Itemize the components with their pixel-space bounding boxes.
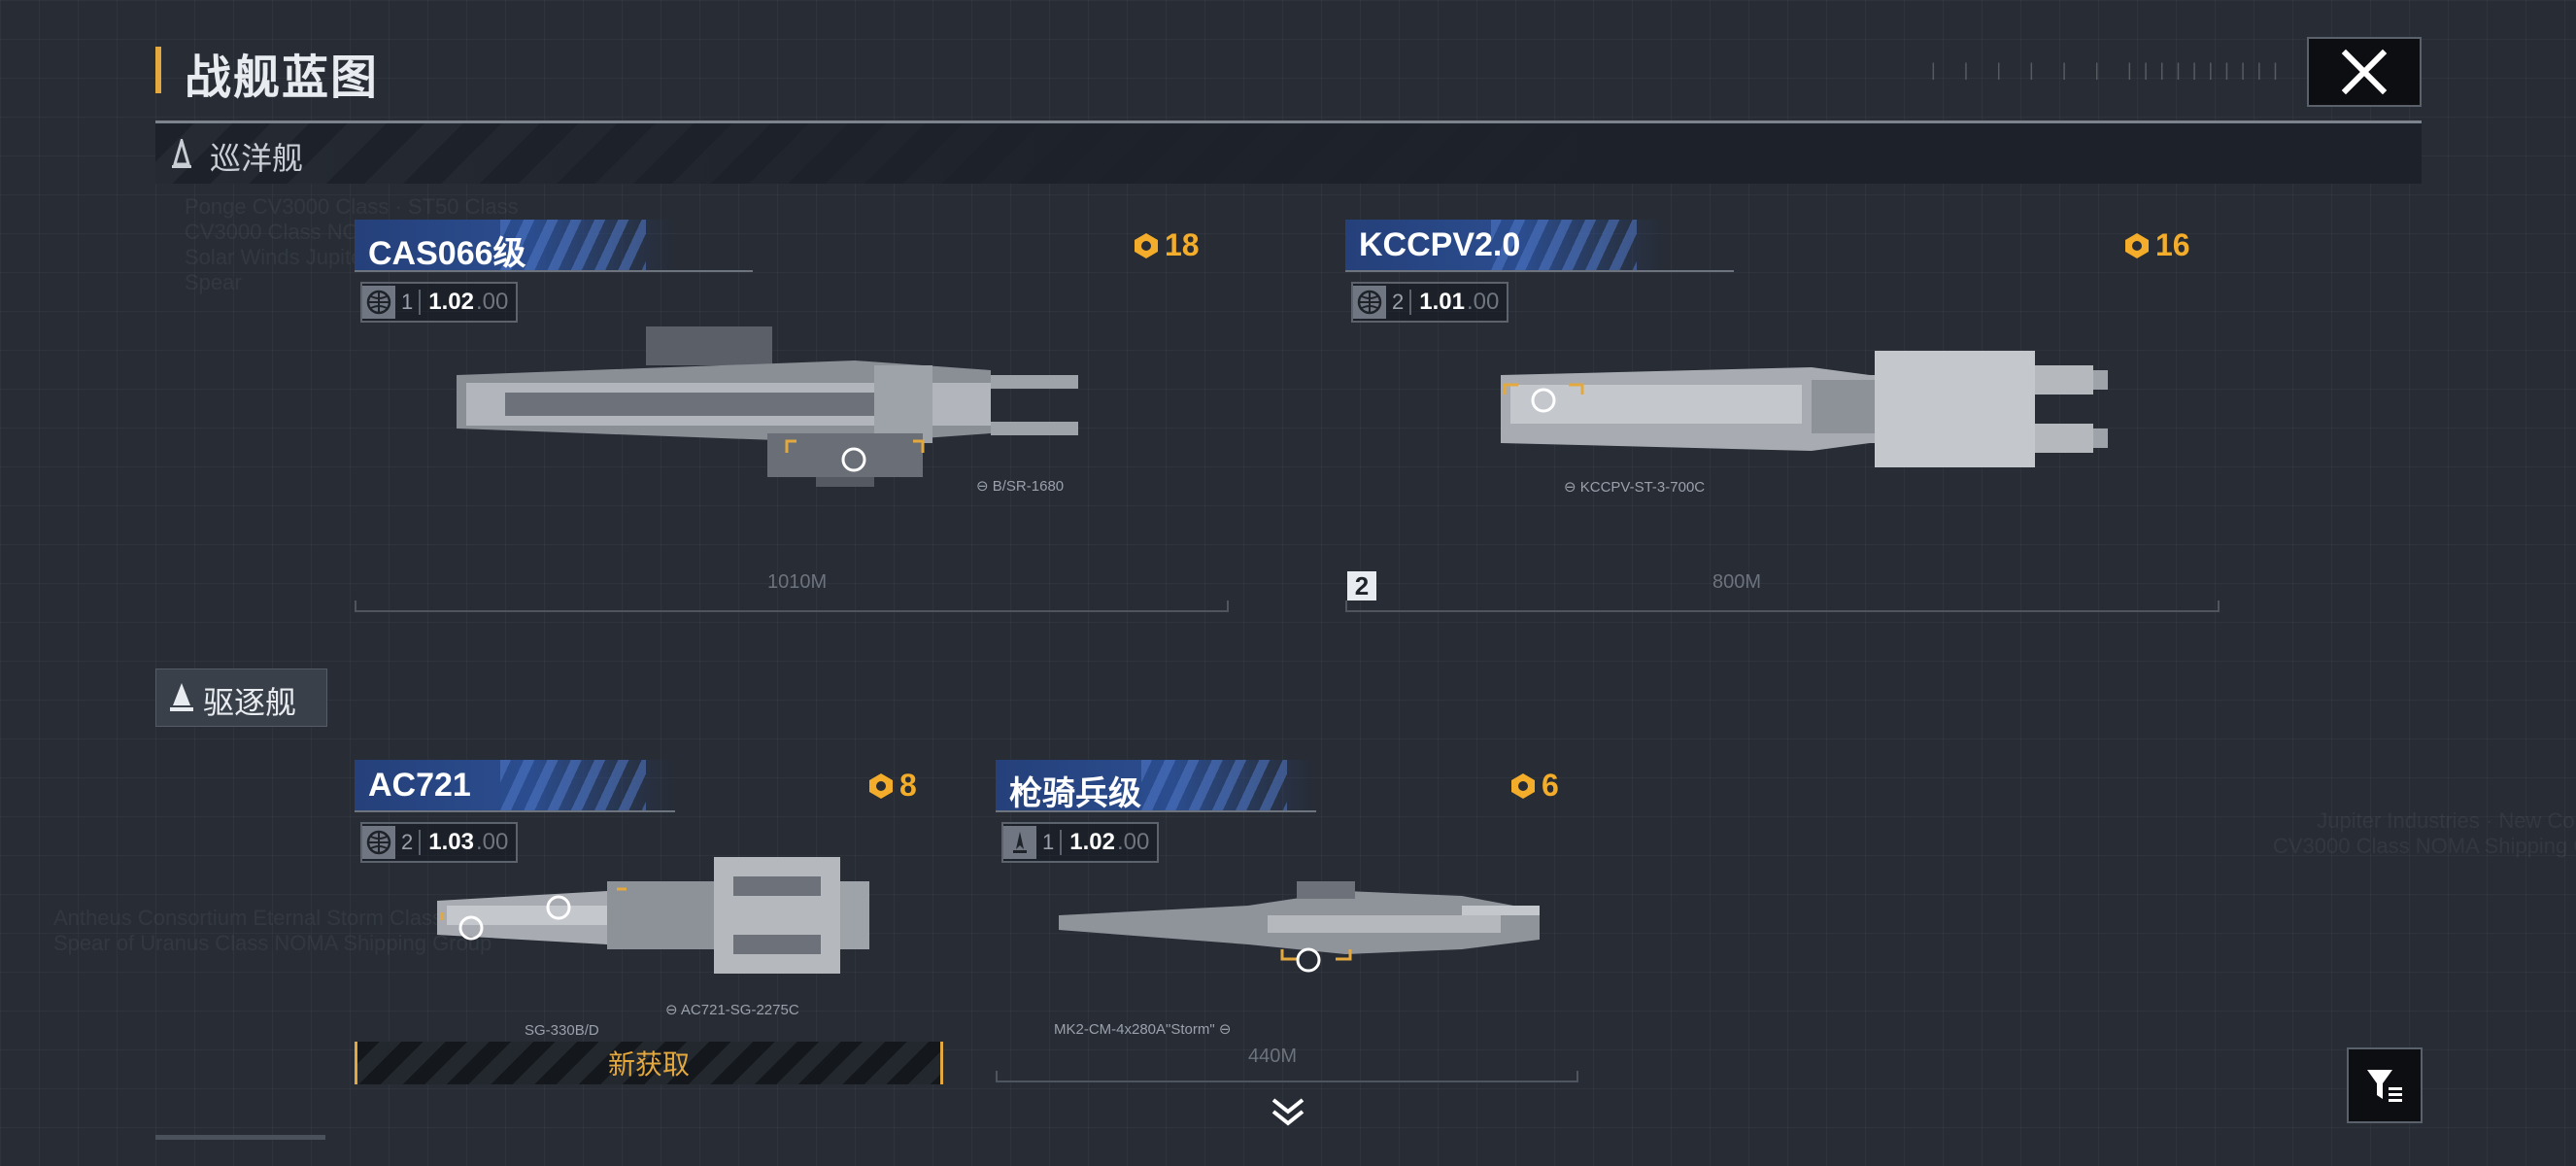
weapon-label: MK2-CM-4x280A"Storm" ⊖ xyxy=(1054,1021,1232,1038)
scale-tick xyxy=(1227,600,1229,612)
globe-icon xyxy=(362,286,395,319)
background-watermark-text: Jupiter Industries · New ConstantCV3000 … xyxy=(2273,808,2576,858)
blueprint-token-icon xyxy=(869,772,893,799)
ship-cost: 6 xyxy=(1508,768,1559,804)
ship-image-ac721 xyxy=(437,857,869,974)
ship-name: AC721 xyxy=(368,767,471,804)
weapon-label-secondary: SG-330B/D xyxy=(525,1022,599,1039)
ship-tier: 1 xyxy=(395,290,422,315)
blueprint-token-icon xyxy=(1511,772,1535,799)
ship-name: KCCPV2.0 xyxy=(1359,226,1521,263)
header-divider xyxy=(155,120,2422,123)
ship-version: 1.01.00 xyxy=(1419,289,1500,315)
ship-stats: 2 1.01.00 xyxy=(1351,282,1509,323)
ship-image-lancer xyxy=(1059,881,1540,973)
ship-image-kccpv xyxy=(1501,351,2108,467)
ship-stats: 2 1.03.00 xyxy=(360,822,519,863)
name-plate: KCCPV2.0 xyxy=(1345,220,1666,270)
ship-stats: 1 1.02.00 xyxy=(1001,822,1160,863)
name-plate: AC721 xyxy=(355,760,675,810)
ship-version: 1.03.00 xyxy=(428,829,509,855)
destroyer-class-icon xyxy=(170,683,193,711)
leader-line xyxy=(355,810,675,812)
new-acquired-label: 新获取 xyxy=(607,1049,690,1080)
scale-line xyxy=(1345,610,2220,612)
blueprint-token-icon xyxy=(2125,232,2149,258)
name-plate: CAS066级 xyxy=(355,220,675,272)
filter-button[interactable] xyxy=(2347,1047,2423,1123)
page-title: 战舰蓝图 xyxy=(185,52,380,104)
cruiser-class-icon xyxy=(172,139,191,168)
close-button[interactable] xyxy=(2307,37,2422,107)
section-label-cruiser: 巡洋舰 xyxy=(210,141,304,176)
ship-length: 800M xyxy=(1712,571,1762,593)
name-plate: 枪骑兵级 xyxy=(996,760,1316,812)
blueprint-token-icon xyxy=(1135,232,1158,258)
scale-tick xyxy=(996,1071,998,1082)
scale-line xyxy=(355,610,1229,612)
weapon-label: ⊖ AC721-SG-2275C xyxy=(665,1002,799,1018)
ship-card-ac721[interactable]: AC721 2 1.03.00 8 ⊖ AC721-SG-2275C SG-33… xyxy=(355,760,937,1042)
weapon-label: ⊖ B/SR-1680 xyxy=(976,478,1065,495)
ship-name: CAS066级 xyxy=(368,235,526,272)
ship-cost: 8 xyxy=(866,768,917,804)
leader-line xyxy=(1345,270,1734,272)
new-acquired-banner: 新获取 xyxy=(355,1042,943,1084)
scale-line xyxy=(996,1080,1578,1082)
globe-icon xyxy=(362,826,395,859)
section-label-destroyer: 驱逐舰 xyxy=(203,685,297,720)
ship-card-kccpv[interactable]: KCCPV2.0 2 1.01.00 16 ⊖ KCCPV-ST-3-700C … xyxy=(1345,220,2220,618)
ship-tier: 1 xyxy=(1036,830,1063,855)
section-header-cruiser[interactable]: 巡洋舰 xyxy=(155,123,2422,184)
ship-card-lancer[interactable]: 枪骑兵级 1 1.02.00 6 MK2-CM-4x280A"Storm" ⊖ … xyxy=(996,760,1578,1090)
decorative-ticks: | | | | | | |||||||||| xyxy=(1931,60,2289,80)
section-header-destroyer[interactable]: 驱逐舰 xyxy=(155,669,327,727)
ship-length: 1010M xyxy=(767,571,828,593)
title-accent-bar xyxy=(155,47,161,93)
scroll-down-button[interactable] xyxy=(1268,1094,1308,1129)
globe-icon xyxy=(1353,286,1386,319)
scale-tick xyxy=(1345,600,1347,612)
chevron-down-icon xyxy=(1271,1098,1305,1126)
ship-version: 1.02.00 xyxy=(1069,829,1150,855)
ship-version: 1.02.00 xyxy=(428,289,509,315)
ship-image-cas066 xyxy=(457,326,1078,487)
leader-line xyxy=(355,270,753,272)
ship-name: 枪骑兵级 xyxy=(1009,775,1141,812)
ship-tier: 2 xyxy=(395,830,422,855)
ship-card-cas066[interactable]: CAS066级 1 1.02.00 18 ⊖ B/SR-1680 1010M xyxy=(355,220,1229,618)
list-scrollbar[interactable] xyxy=(155,1135,325,1140)
weapon-label: ⊖ KCCPV-ST-3-700C xyxy=(1564,479,1706,496)
scale-tick xyxy=(355,600,356,612)
scale-tick xyxy=(1576,1071,1578,1082)
ship-stats: 1 1.02.00 xyxy=(360,282,519,323)
scale-tick xyxy=(2218,600,2220,612)
leader-line xyxy=(996,810,1316,812)
close-icon xyxy=(2341,49,2388,95)
ship-length: 440M xyxy=(1248,1046,1298,1067)
ship-cost: 16 xyxy=(2122,227,2190,263)
ship-tier: 2 xyxy=(1386,290,1412,315)
faction-icon xyxy=(1003,826,1036,859)
ship-cost: 18 xyxy=(1132,227,1200,263)
tier-badge: 2 xyxy=(1347,571,1376,600)
filter-icon xyxy=(2367,1070,2402,1102)
